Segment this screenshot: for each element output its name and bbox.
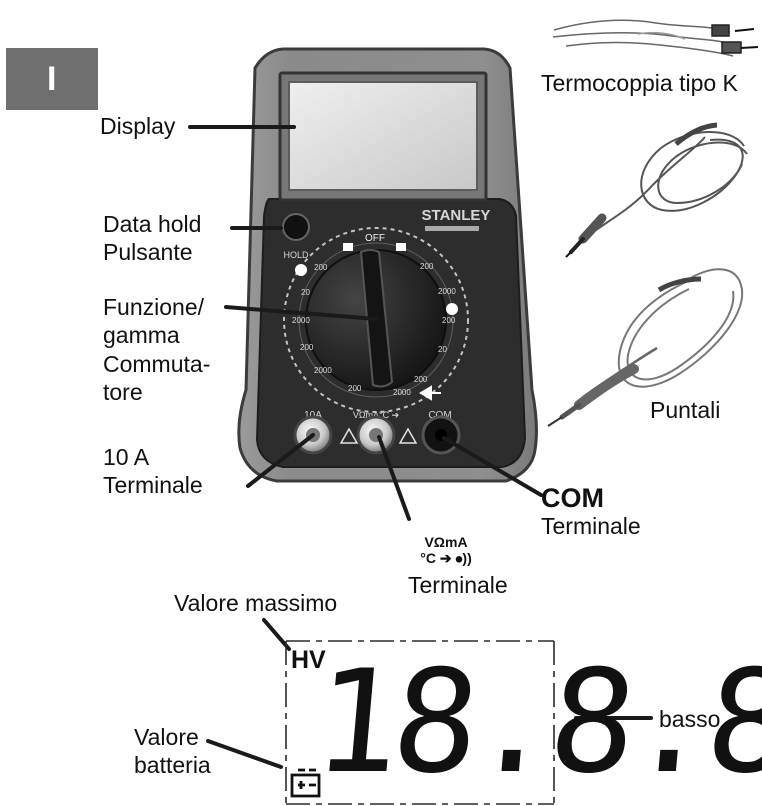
probe-set-one bbox=[565, 122, 748, 258]
label-vma-terminal: Terminale bbox=[408, 572, 508, 598]
lcd-detail bbox=[285, 640, 555, 805]
label-low: basso bbox=[659, 706, 721, 732]
warning-triangle-right bbox=[398, 427, 418, 444]
label-com-terminal: Terminale bbox=[541, 513, 641, 539]
probe-set-two bbox=[547, 268, 744, 427]
com-callout-line bbox=[442, 436, 543, 497]
lcd-main-digits: 18.8.8 bbox=[307, 640, 762, 805]
svg-text:200: 200 bbox=[348, 384, 362, 393]
label-thermocouple: Termocoppia tipo K bbox=[541, 70, 738, 96]
hold-button-text: HOLD bbox=[283, 250, 309, 260]
function-callout-line bbox=[224, 305, 378, 321]
svg-text:20: 20 bbox=[301, 288, 310, 297]
terminal-com-label: COM bbox=[428, 410, 451, 421]
dial-off-label: OFF bbox=[365, 233, 385, 244]
range-ring-inner bbox=[298, 242, 454, 398]
dial-icon-left bbox=[295, 264, 307, 276]
hold-button bbox=[282, 213, 310, 241]
label-com-bold: COM bbox=[541, 483, 604, 513]
svg-text:200: 200 bbox=[442, 316, 456, 325]
vma-callout-line bbox=[377, 435, 411, 521]
label-data-hold: Data hold Pulsante bbox=[103, 211, 202, 266]
ten-a-callout-line bbox=[246, 433, 315, 488]
warning-triangle-left bbox=[339, 427, 359, 444]
label-battery-value: Valore batteria bbox=[134, 724, 211, 779]
label-max-value: Valore massimo bbox=[174, 590, 338, 616]
display-window bbox=[288, 81, 478, 191]
dial-diode-icon bbox=[419, 385, 441, 401]
label-10a-terminal: 10 A Terminale bbox=[103, 444, 203, 499]
dial-markings: 200 20 2000 200 2000 200 200 2000 200 20… bbox=[292, 262, 456, 397]
svg-text:2000: 2000 bbox=[292, 316, 310, 325]
dial-icon-top-right bbox=[396, 243, 406, 251]
battery-callout-line bbox=[206, 739, 283, 769]
max-value-callout-line bbox=[262, 618, 291, 651]
label-display: Display bbox=[100, 113, 176, 139]
svg-text:200: 200 bbox=[314, 263, 328, 272]
label-vma-symbol-bottom: °C ➔ ⦁)) bbox=[420, 550, 472, 566]
label-function-switch: Funzione/ gamma Commuta- tore bbox=[103, 294, 211, 405]
svg-text:200: 200 bbox=[414, 375, 428, 384]
thermocouple-drawing bbox=[552, 19, 759, 57]
label-probes: Puntali bbox=[650, 397, 721, 423]
dial-icon-right bbox=[446, 303, 458, 315]
range-ring bbox=[283, 227, 469, 413]
language-tab: I bbox=[6, 48, 98, 110]
lcd-hv-text: HV bbox=[291, 646, 326, 674]
battery-icon bbox=[290, 768, 321, 798]
brand-subline bbox=[425, 226, 479, 231]
svg-text:200: 200 bbox=[300, 343, 314, 352]
svg-text:2000: 2000 bbox=[438, 287, 456, 296]
dial-icon-top-left bbox=[343, 243, 353, 251]
svg-text:200: 200 bbox=[420, 262, 434, 271]
svg-text:20: 20 bbox=[438, 345, 447, 354]
brand-logo: STANLEY bbox=[422, 207, 491, 224]
label-vma-symbol-top: VΩmA bbox=[424, 534, 468, 550]
svg-text:2000: 2000 bbox=[314, 366, 332, 375]
multimeter-body: STANLEY HOLD OFF 200 20 2000 200 2000 20… bbox=[237, 47, 538, 483]
terminal-vma-label: VΩmA°C ➔ bbox=[353, 410, 400, 420]
callout-lines bbox=[188, 125, 653, 769]
svg-text:2000: 2000 bbox=[393, 388, 411, 397]
terminal-10a-label: 10A bbox=[304, 410, 322, 421]
